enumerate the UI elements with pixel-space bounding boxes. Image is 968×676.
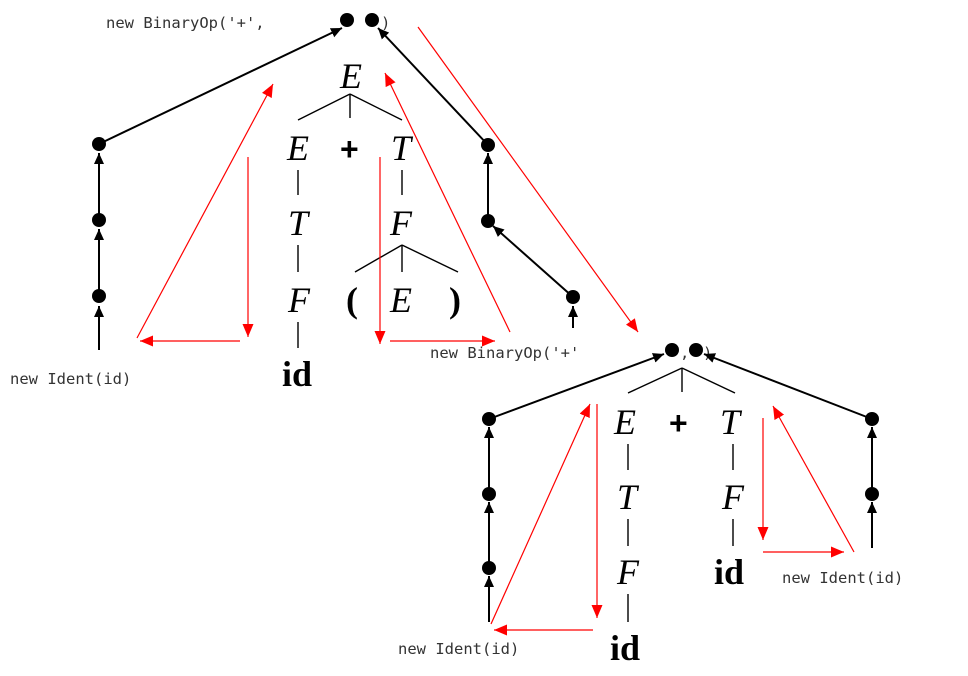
bottom-f-left: F (616, 552, 640, 592)
top-t-under-e: T (288, 203, 311, 243)
code-labels: new BinaryOp('+', ) new BinaryOp('+' , )… (10, 14, 903, 658)
bottom-plus: + (669, 405, 688, 441)
top-t: T (391, 128, 414, 168)
bottom-parse-tree: E + T T F F id id (610, 367, 745, 668)
top-f-left: F (287, 280, 311, 320)
bottom-id-left: id (610, 628, 640, 668)
bottom-t: T (720, 402, 743, 442)
mid-binaryop-label: new BinaryOp('+' (430, 344, 579, 362)
top-lparen: ( (346, 280, 358, 320)
bottom-f-right: F (721, 477, 745, 517)
ast-arrows (92, 13, 879, 622)
ident-label-bottom: new Ident(id) (398, 640, 519, 658)
mid-binaryop-comma: , (680, 344, 689, 362)
top-binaryop-close: ) (381, 14, 390, 32)
top-plus: + (340, 131, 359, 167)
top-parse-tree: E E + T T F F ( E ) id (282, 56, 461, 394)
ident-label-right: new Ident(id) (782, 569, 903, 587)
top-binaryop-slot-left (340, 13, 354, 27)
mid-binaryop-slot-left (665, 343, 679, 357)
bottom-t-under-e: T (617, 477, 640, 517)
ident-label-left: new Ident(id) (10, 370, 131, 388)
top-root-e: E (339, 56, 362, 96)
bottom-id-right: id (714, 552, 744, 592)
top-binaryop-slot-right (365, 13, 379, 27)
top-f-right: F (389, 203, 413, 243)
top-id: id (282, 354, 312, 394)
top-rparen: ) (449, 280, 461, 320)
mid-binaryop-close: ) (703, 344, 712, 362)
top-e: E (286, 128, 309, 168)
mid-binaryop-slot-right (689, 343, 703, 357)
traversal-arrows (136, 26, 855, 636)
bottom-e: E (613, 402, 636, 442)
top-binaryop-label: new BinaryOp('+', (106, 14, 265, 32)
top-inner-e: E (389, 280, 412, 320)
